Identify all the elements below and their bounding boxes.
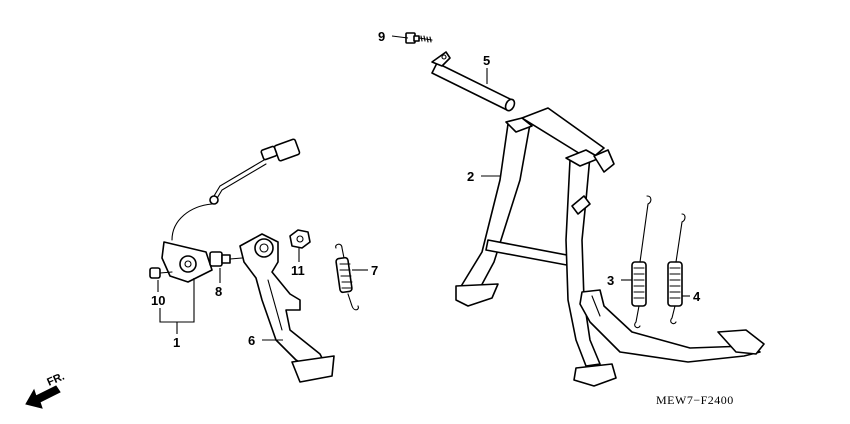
callout-10: 10 [151,293,165,308]
front-arrow-label: FR. [45,371,66,389]
part-3-spring [631,195,652,329]
callout-8: 8 [215,284,222,299]
leader-lines [157,35,690,341]
diagram-code: MEW7−F2400 [656,393,734,407]
part-10-bolt [149,267,173,279]
callout-3: 3 [607,273,614,288]
callout-5: 5 [483,53,490,68]
callout-6: 6 [248,333,255,348]
callout-9: 9 [378,29,385,44]
callout-4: 4 [693,289,701,304]
callout-11: 11 [291,263,305,278]
front-direction-arrow: FR. [25,371,66,409]
callout-7: 7 [371,263,378,278]
callout-1: 1 [173,335,180,350]
part-8-pivot-bolt [209,251,243,267]
part-7-spring [335,243,359,311]
front-arrow-icon [25,385,61,409]
part-4-spring [667,213,686,325]
part-5-pivot-pipe [431,51,516,112]
part-2-main-stand [455,107,765,387]
part-1-switch-assembly [161,138,301,283]
callout-labels: 9 5 2 3 4 6 7 8 11 10 1 [151,29,701,350]
part-9-bolt [405,32,433,44]
callout-2: 2 [467,169,474,184]
part-6-side-stand [239,233,335,383]
part-11-nut [289,229,311,249]
